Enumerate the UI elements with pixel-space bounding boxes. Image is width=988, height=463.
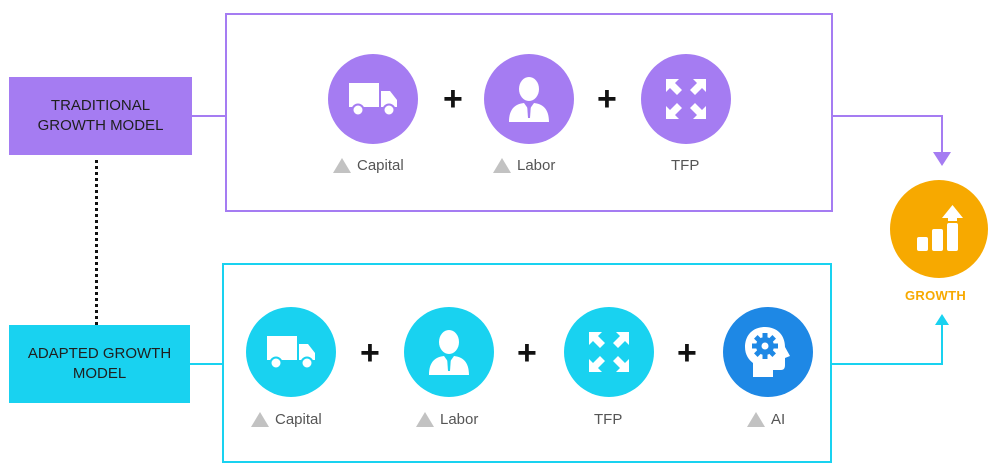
person-icon: [429, 330, 469, 375]
traditional-model-frame: [225, 13, 833, 212]
truck-icon: [349, 83, 397, 117]
traditional-label-line1: TRADITIONAL: [50, 97, 151, 114]
labor-circle: [404, 307, 494, 397]
ai-caption: AI: [747, 411, 785, 428]
expand-arrows-icon: [589, 332, 629, 372]
capital-caption: Capital: [333, 157, 404, 174]
capital-caption-text: Capital: [357, 157, 404, 174]
ai-head-gear-icon: [745, 327, 790, 377]
traditional-to-growth-line-down: [941, 115, 943, 155]
labor-caption-text: Labor: [440, 411, 479, 428]
labor-circle: [484, 54, 574, 144]
bar-chart-up-arrow-icon: [917, 205, 963, 251]
truck-icon: [267, 336, 315, 370]
plus-operator: +: [677, 334, 697, 372]
capital-circle: [328, 54, 418, 144]
plus-operator: +: [517, 334, 537, 372]
expand-arrows-icon: [666, 79, 706, 119]
plus-operator: +: [443, 80, 463, 118]
up-triangle-icon: [416, 412, 434, 427]
adapted-label-line1: ADAPTED GROWTH: [27, 345, 172, 362]
up-triangle-icon: [747, 412, 765, 427]
plus-operator: +: [597, 80, 617, 118]
traditional-label-line2: GROWTH MODEL: [37, 117, 164, 134]
adapted-to-growth-line-up: [941, 322, 943, 365]
adapted-connector: [190, 363, 224, 365]
capital-circle: [246, 307, 336, 397]
growth-circle: [890, 180, 988, 278]
traditional-to-growth-line: [833, 115, 943, 117]
adapted-label-line2: MODEL: [72, 365, 127, 382]
person-icon: [509, 77, 549, 122]
capital-caption-text: Capital: [275, 411, 322, 428]
tfp-caption-text: TFP: [671, 157, 700, 174]
capital-caption: Capital: [251, 411, 322, 428]
ai-circle: [723, 307, 813, 397]
tfp-caption: TFP: [594, 411, 622, 428]
labor-caption: Labor: [416, 411, 478, 428]
up-arrowhead-icon: [935, 314, 949, 325]
dotted-connector: [95, 160, 98, 325]
adapted-model-label: ADAPTED GROWTH MODEL: [9, 325, 190, 403]
labor-caption: Labor: [493, 157, 555, 174]
ai-caption-text: AI: [771, 411, 786, 428]
adapted-to-growth-line: [832, 363, 943, 365]
traditional-connector: [192, 115, 226, 117]
up-triangle-icon: [493, 158, 511, 173]
tfp-caption: TFP: [671, 157, 699, 174]
down-arrowhead-icon: [933, 152, 951, 166]
tfp-circle: [564, 307, 654, 397]
tfp-caption-text: TFP: [594, 411, 623, 428]
growth-label: GROWTH: [905, 288, 967, 303]
traditional-model-label: TRADITIONAL GROWTH MODEL: [9, 77, 192, 155]
up-triangle-icon: [251, 412, 269, 427]
labor-caption-text: Labor: [517, 157, 556, 174]
tfp-circle: [641, 54, 731, 144]
up-triangle-icon: [333, 158, 351, 173]
plus-operator: +: [360, 334, 380, 372]
